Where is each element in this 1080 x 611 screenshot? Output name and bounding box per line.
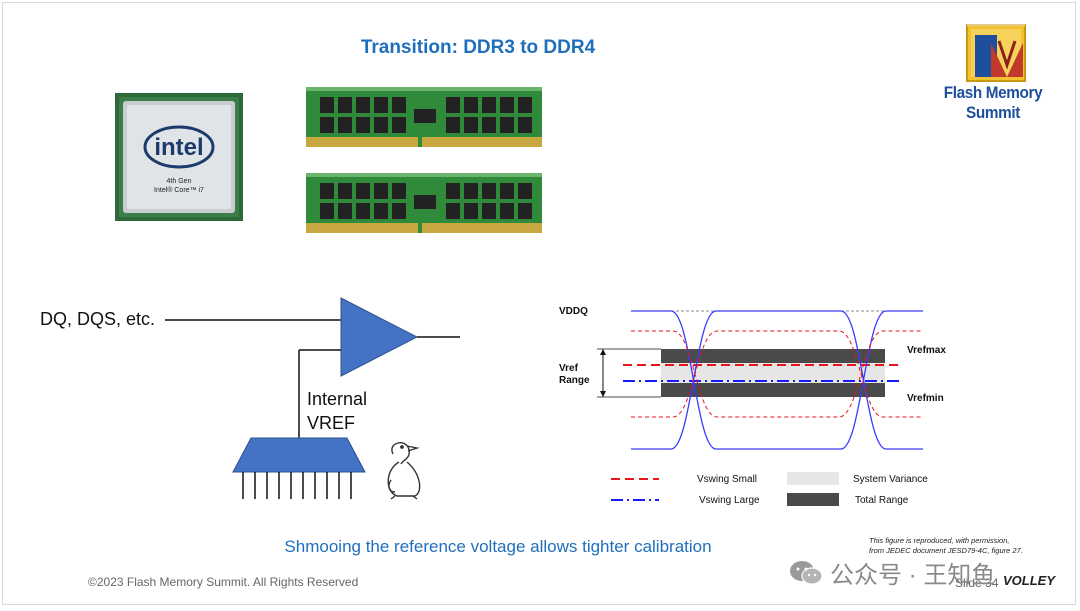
ram-module-image xyxy=(306,87,542,147)
slide-caption: Shmooing the reference voltage allows ti… xyxy=(284,537,712,556)
legend-label-vswing-large: Vswing Large xyxy=(699,495,760,506)
internal-vref-label: Internal VREF xyxy=(307,387,367,435)
watermark-text: 公众号 · 王知鱼 xyxy=(830,562,996,589)
legend-swatch-system-variance xyxy=(787,472,839,485)
internal-vref-label-line2: VREF xyxy=(307,413,356,433)
fms-logo xyxy=(966,24,1026,82)
volley-logo-text: VOLLEY xyxy=(1003,573,1056,588)
penguin-icon xyxy=(387,442,421,500)
total-range-band-top xyxy=(661,349,885,363)
internal-vref-label-line1: Internal xyxy=(307,389,368,409)
vrefmax-label: Vrefmax xyxy=(907,345,946,356)
intel-cpu-image: intel 4th Gen Intel® Core™ i7 xyxy=(115,93,243,221)
legend-label-total-range: Total Range xyxy=(855,495,909,506)
wechat-icon xyxy=(790,560,823,585)
cpu-gen-text: 4th Gen xyxy=(167,178,192,185)
slide-title: Transition: DDR3 to DDR4 xyxy=(360,37,596,58)
intel-logo-text: intel xyxy=(154,134,203,161)
legend-swatch-total-range xyxy=(787,493,839,506)
receiver-circuit-diagram xyxy=(165,297,460,499)
comparator-triangle xyxy=(340,297,419,377)
system-variance-band xyxy=(661,363,885,383)
figure-credit: This figure is reproduced, with permissi… xyxy=(869,536,1079,556)
vref-range-label-line2: Range xyxy=(559,375,590,386)
vrefmin-label: Vrefmin xyxy=(907,393,944,404)
total-range-band-bottom xyxy=(661,383,885,397)
fms-logo-text: Flash Memory Summit xyxy=(943,83,1043,122)
legend-label-vswing-small: Vswing Small xyxy=(697,474,758,485)
vref-range-label: Vref Range xyxy=(559,363,590,387)
legend-label-system-variance: System Variance xyxy=(853,474,928,485)
vref-eye-diagram xyxy=(597,310,923,506)
figure-credit-line2: from JEDEC document JESD79-4C, figure 27… xyxy=(869,546,1023,555)
cpu-model-text: Intel® Core™ i7 xyxy=(154,186,204,194)
input-signal-label: DQ, DQS, etc. xyxy=(40,309,156,329)
slide-number: Slide 34 xyxy=(955,576,999,590)
ram-module-image xyxy=(306,173,542,233)
vref-range-label-line1: Vref xyxy=(559,363,578,374)
dac-trapezoid xyxy=(232,437,366,473)
copyright-footer: ©2023 Flash Memory Summit. All Rights Re… xyxy=(88,575,359,589)
vddq-label: VDDQ xyxy=(559,306,588,317)
watermark: 公众号 · 王知鱼 xyxy=(788,555,995,590)
figure-credit-line1: This figure is reproduced, with permissi… xyxy=(869,536,1010,545)
